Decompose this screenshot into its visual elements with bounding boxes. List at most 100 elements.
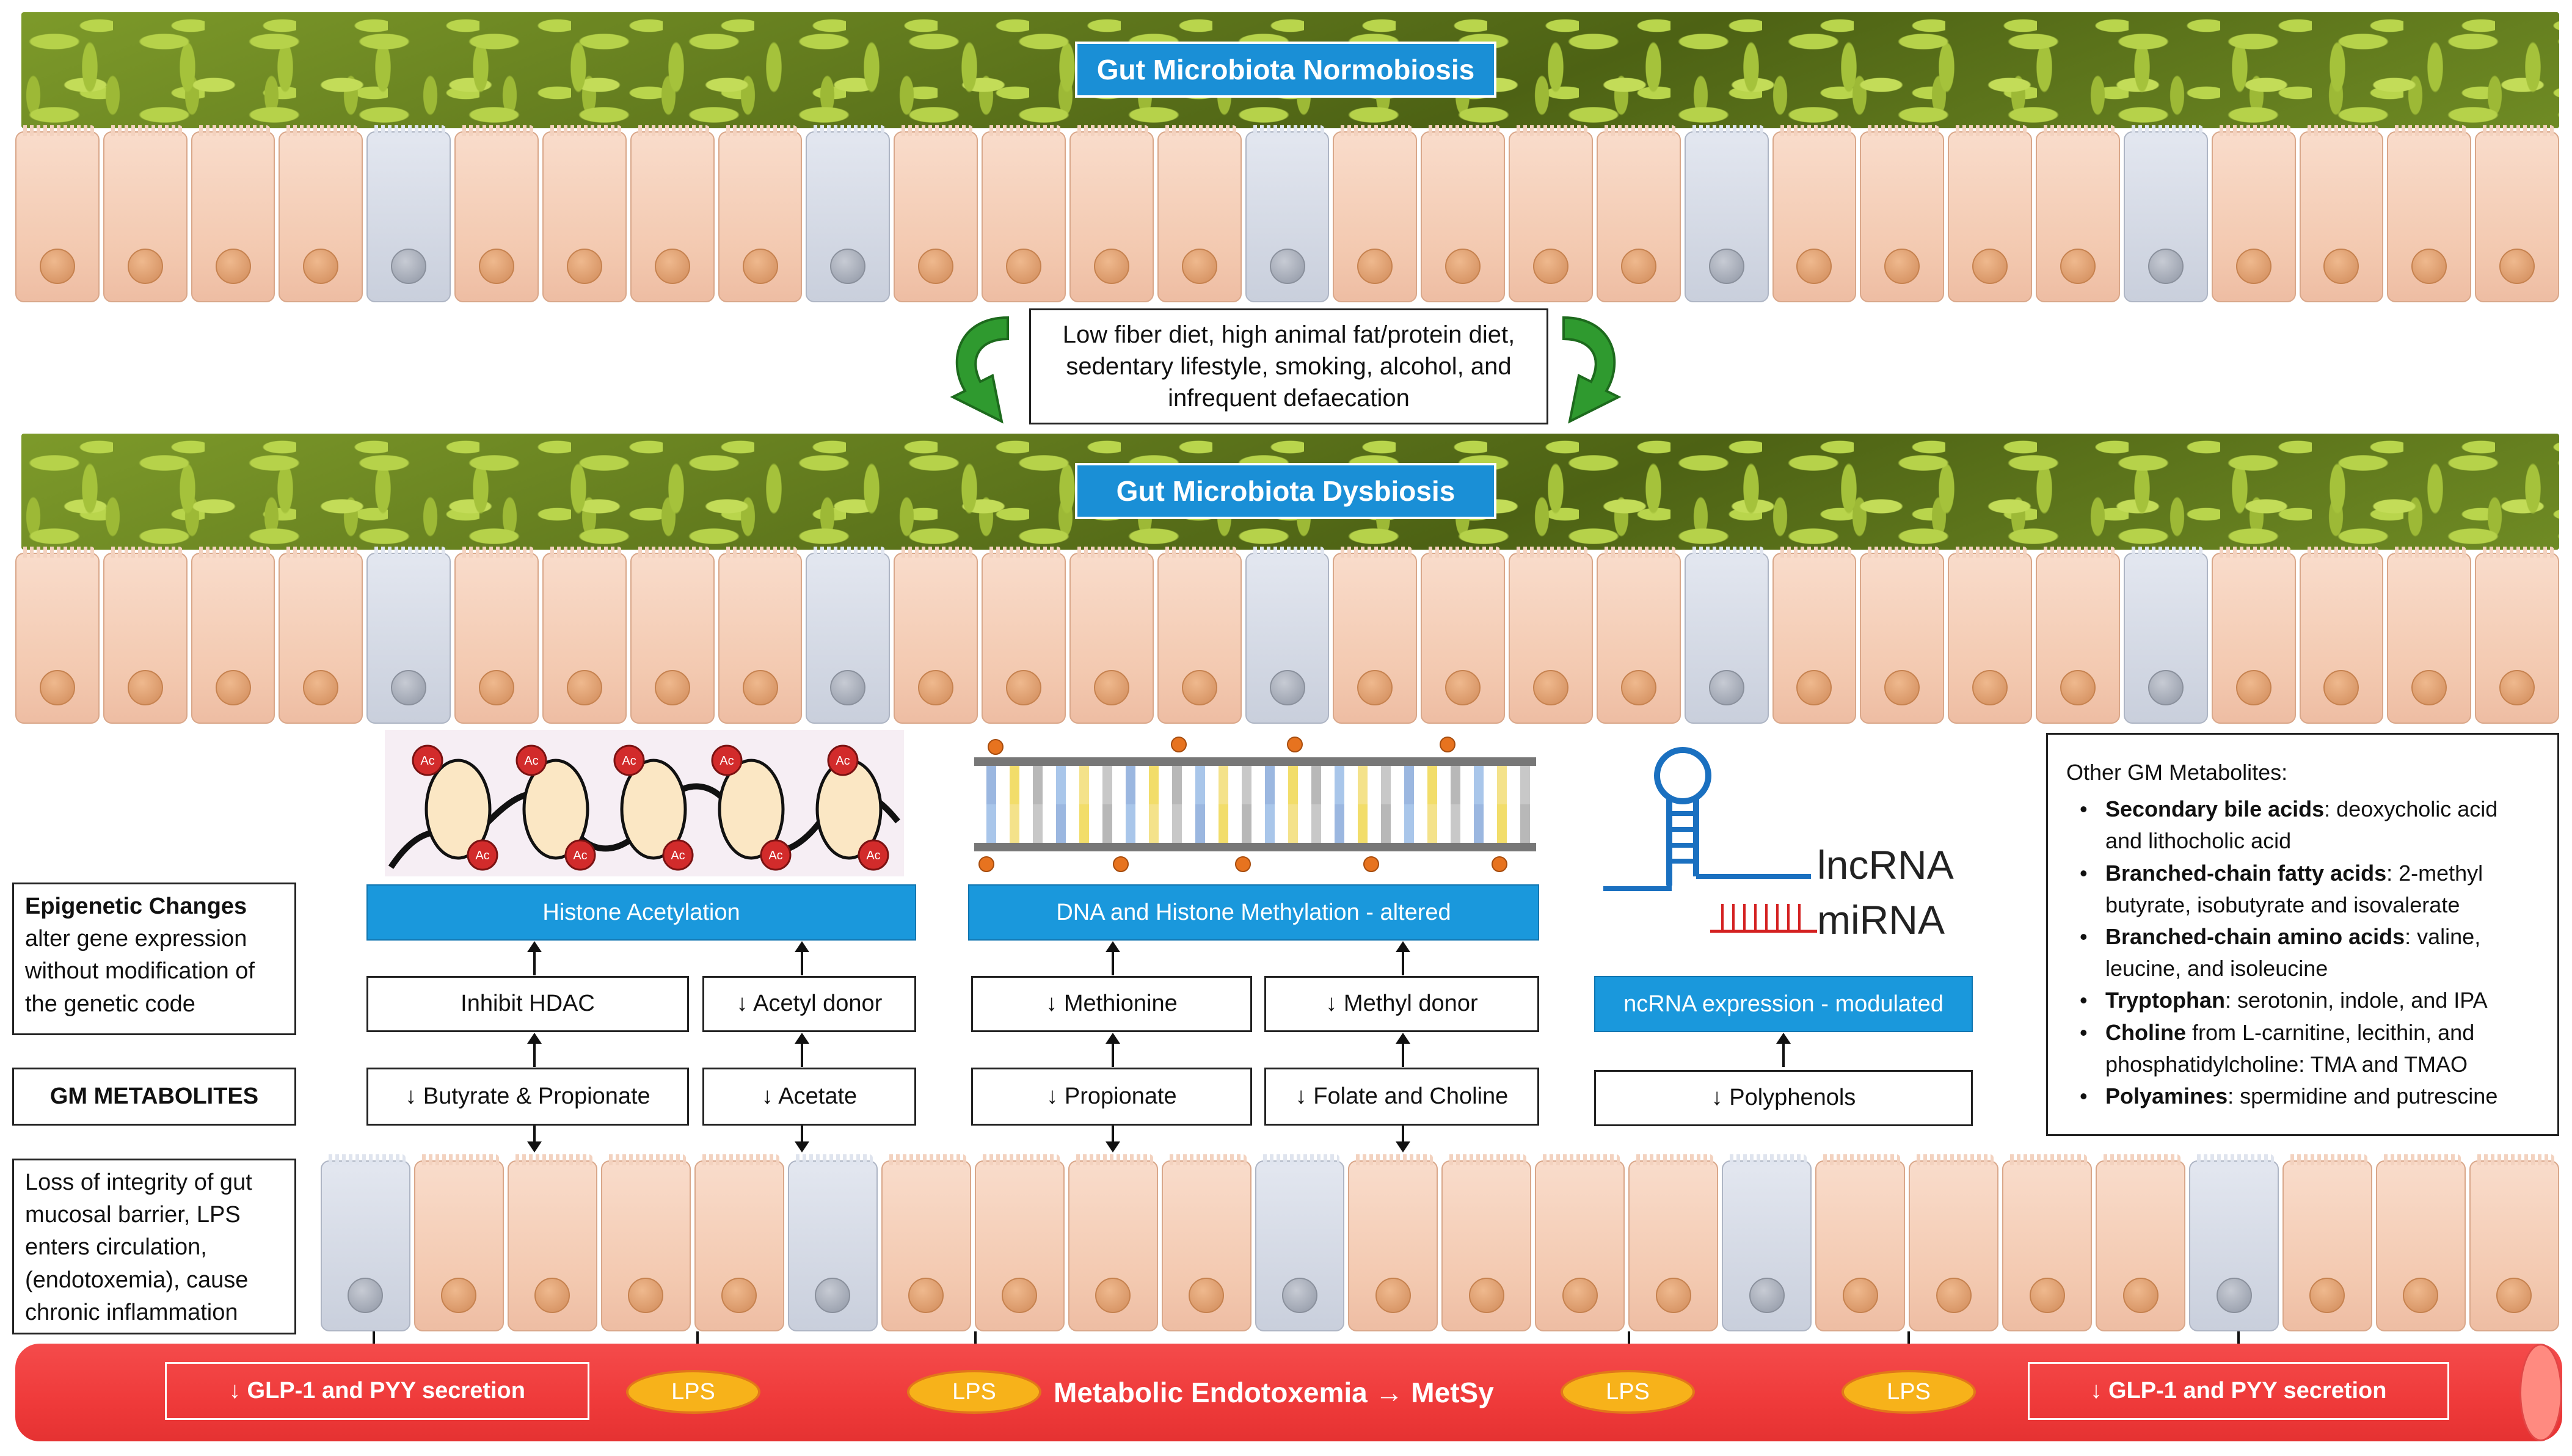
epithelial-cell [1772, 547, 1857, 724]
epithelial-cell [1722, 1154, 1812, 1331]
epithelial-cell [542, 547, 627, 724]
arrow-acetate-to-acetyl [795, 1033, 809, 1067]
arrow-methyl-to-dna [1396, 941, 1410, 975]
epithelial-cell [806, 125, 891, 302]
epithelial-cell [191, 125, 275, 302]
cell-nucleus [566, 670, 602, 705]
cell-nucleus [1562, 1278, 1598, 1313]
list-item: Secondary bile acids: deoxycholic acid a… [2066, 793, 2539, 857]
epithelial-cell [881, 1154, 971, 1331]
cell-nucleus [628, 1278, 664, 1313]
cell-nucleus [2216, 1278, 2252, 1313]
epithelial-cell [1684, 125, 1769, 302]
epithelial-cell [1948, 547, 2033, 724]
propionate-box: ↓ Propionate [971, 1068, 1252, 1126]
vessel-end [2519, 1344, 2562, 1441]
cell-nucleus [2499, 670, 2535, 705]
epithelial-cell [1509, 125, 1593, 302]
cell-nucleus [815, 1278, 851, 1313]
epithelial-cell [279, 547, 363, 724]
mirna-label: miRNA [1817, 897, 1945, 942]
epithelial-cell [1948, 125, 2033, 302]
nucleosome-group [424, 759, 883, 860]
cell-nucleus [654, 249, 690, 284]
epithelial-cell [542, 125, 627, 302]
epithelial-cell [1684, 547, 1769, 724]
svg-text:Ac: Ac [475, 849, 489, 862]
arrow-polyphenols-to-ncrna [1776, 1033, 1791, 1067]
epithelial-cell [1069, 125, 1154, 302]
epithelial-cell [806, 547, 891, 724]
cell-nucleus [348, 1278, 384, 1313]
epithelial-cell [1157, 547, 1242, 724]
epithelial-cell [2211, 547, 2296, 724]
arrow-acetyl-to-histone [795, 941, 809, 975]
cell-nucleus [2403, 1278, 2439, 1313]
cell-nucleus [721, 1278, 757, 1313]
blood-vessel [15, 1344, 2562, 1441]
epithelial-cell [2123, 547, 2208, 724]
glp1-pyy-left-box: ↓ GLP-1 and PYY secretion [165, 1362, 589, 1420]
cell-nucleus [2060, 249, 2096, 284]
epithelial-cell [103, 547, 188, 724]
list-item: Polyamines: spermidine and putrescine [2066, 1080, 2539, 1112]
cell-nucleus [2323, 249, 2359, 284]
arrow-methionine-to-dna [1106, 941, 1120, 975]
cell-nucleus [830, 670, 866, 705]
epithelium-row-top [15, 125, 2560, 302]
epithelial-cell [1068, 1154, 1158, 1331]
cell-nucleus [2411, 249, 2447, 284]
cell-nucleus [1181, 249, 1217, 284]
list-item: Choline from L-carnitine, lecithin, and … [2066, 1017, 2539, 1080]
rna-hairpin-icon [1603, 747, 1811, 891]
cell-nucleus [127, 670, 163, 705]
epithelial-cell [1069, 547, 1154, 724]
inhibit-hdac-box: Inhibit HDAC [366, 976, 689, 1032]
svg-text:Ac: Ac [420, 754, 434, 768]
cell-nucleus [1093, 249, 1129, 284]
cell-nucleus [39, 249, 75, 284]
cell-nucleus [479, 670, 515, 705]
butyrate-propionate-box: ↓ Butyrate & Propionate [366, 1068, 689, 1126]
curved-arrow-right-icon [1562, 316, 1622, 424]
epithelial-cell [600, 1154, 691, 1331]
svg-text:Ac: Ac [720, 754, 734, 768]
epithelial-cell [2123, 125, 2208, 302]
list-item: Branched-chain amino acids: valine, leuc… [2066, 921, 2539, 985]
cell-nucleus [127, 249, 163, 284]
epithelial-cell [1161, 1154, 1251, 1331]
arrow-propionate-to-methionine [1106, 1033, 1120, 1067]
folate-choline-box: ↓ Folate and Choline [1264, 1068, 1539, 1126]
epithelial-cell [1441, 1154, 1532, 1331]
cell-nucleus [1972, 249, 2008, 284]
epithelium-row-bottom [321, 1154, 2559, 1331]
epithelial-cell [1333, 547, 1418, 724]
epithelial-cell [1421, 547, 1506, 724]
ncrna-expression-bar: ncRNA expression - modulated [1594, 976, 1973, 1032]
cell-nucleus [1884, 670, 1920, 705]
epithelial-cell [15, 125, 100, 302]
epithelial-cell [974, 1154, 1065, 1331]
arrow-butyrate-to-hdac [527, 1033, 542, 1067]
arrow-hdac-to-histone [527, 941, 542, 975]
cell-nucleus [1972, 670, 2008, 705]
cell-nucleus [215, 249, 251, 284]
cell-nucleus [566, 249, 602, 284]
cell-nucleus [2411, 670, 2447, 705]
epithelial-cell [1772, 125, 1857, 302]
cell-nucleus [2148, 670, 2184, 705]
arrow-propionate-down [1106, 1126, 1120, 1152]
epithelial-cell [1596, 547, 1681, 724]
svg-text:Ac: Ac [524, 754, 538, 768]
epithelial-cell [507, 1154, 597, 1331]
epithelial-cell [1245, 547, 1330, 724]
dna-methylation-icon [974, 737, 1536, 872]
cell-nucleus [303, 249, 339, 284]
epithelial-cell [2096, 1154, 2186, 1331]
cell-nucleus [1269, 670, 1305, 705]
epithelial-cell [454, 547, 539, 724]
cell-nucleus [1357, 670, 1393, 705]
cell-nucleus [918, 249, 954, 284]
cell-nucleus [2060, 670, 2096, 705]
epithelial-cell [2387, 125, 2472, 302]
